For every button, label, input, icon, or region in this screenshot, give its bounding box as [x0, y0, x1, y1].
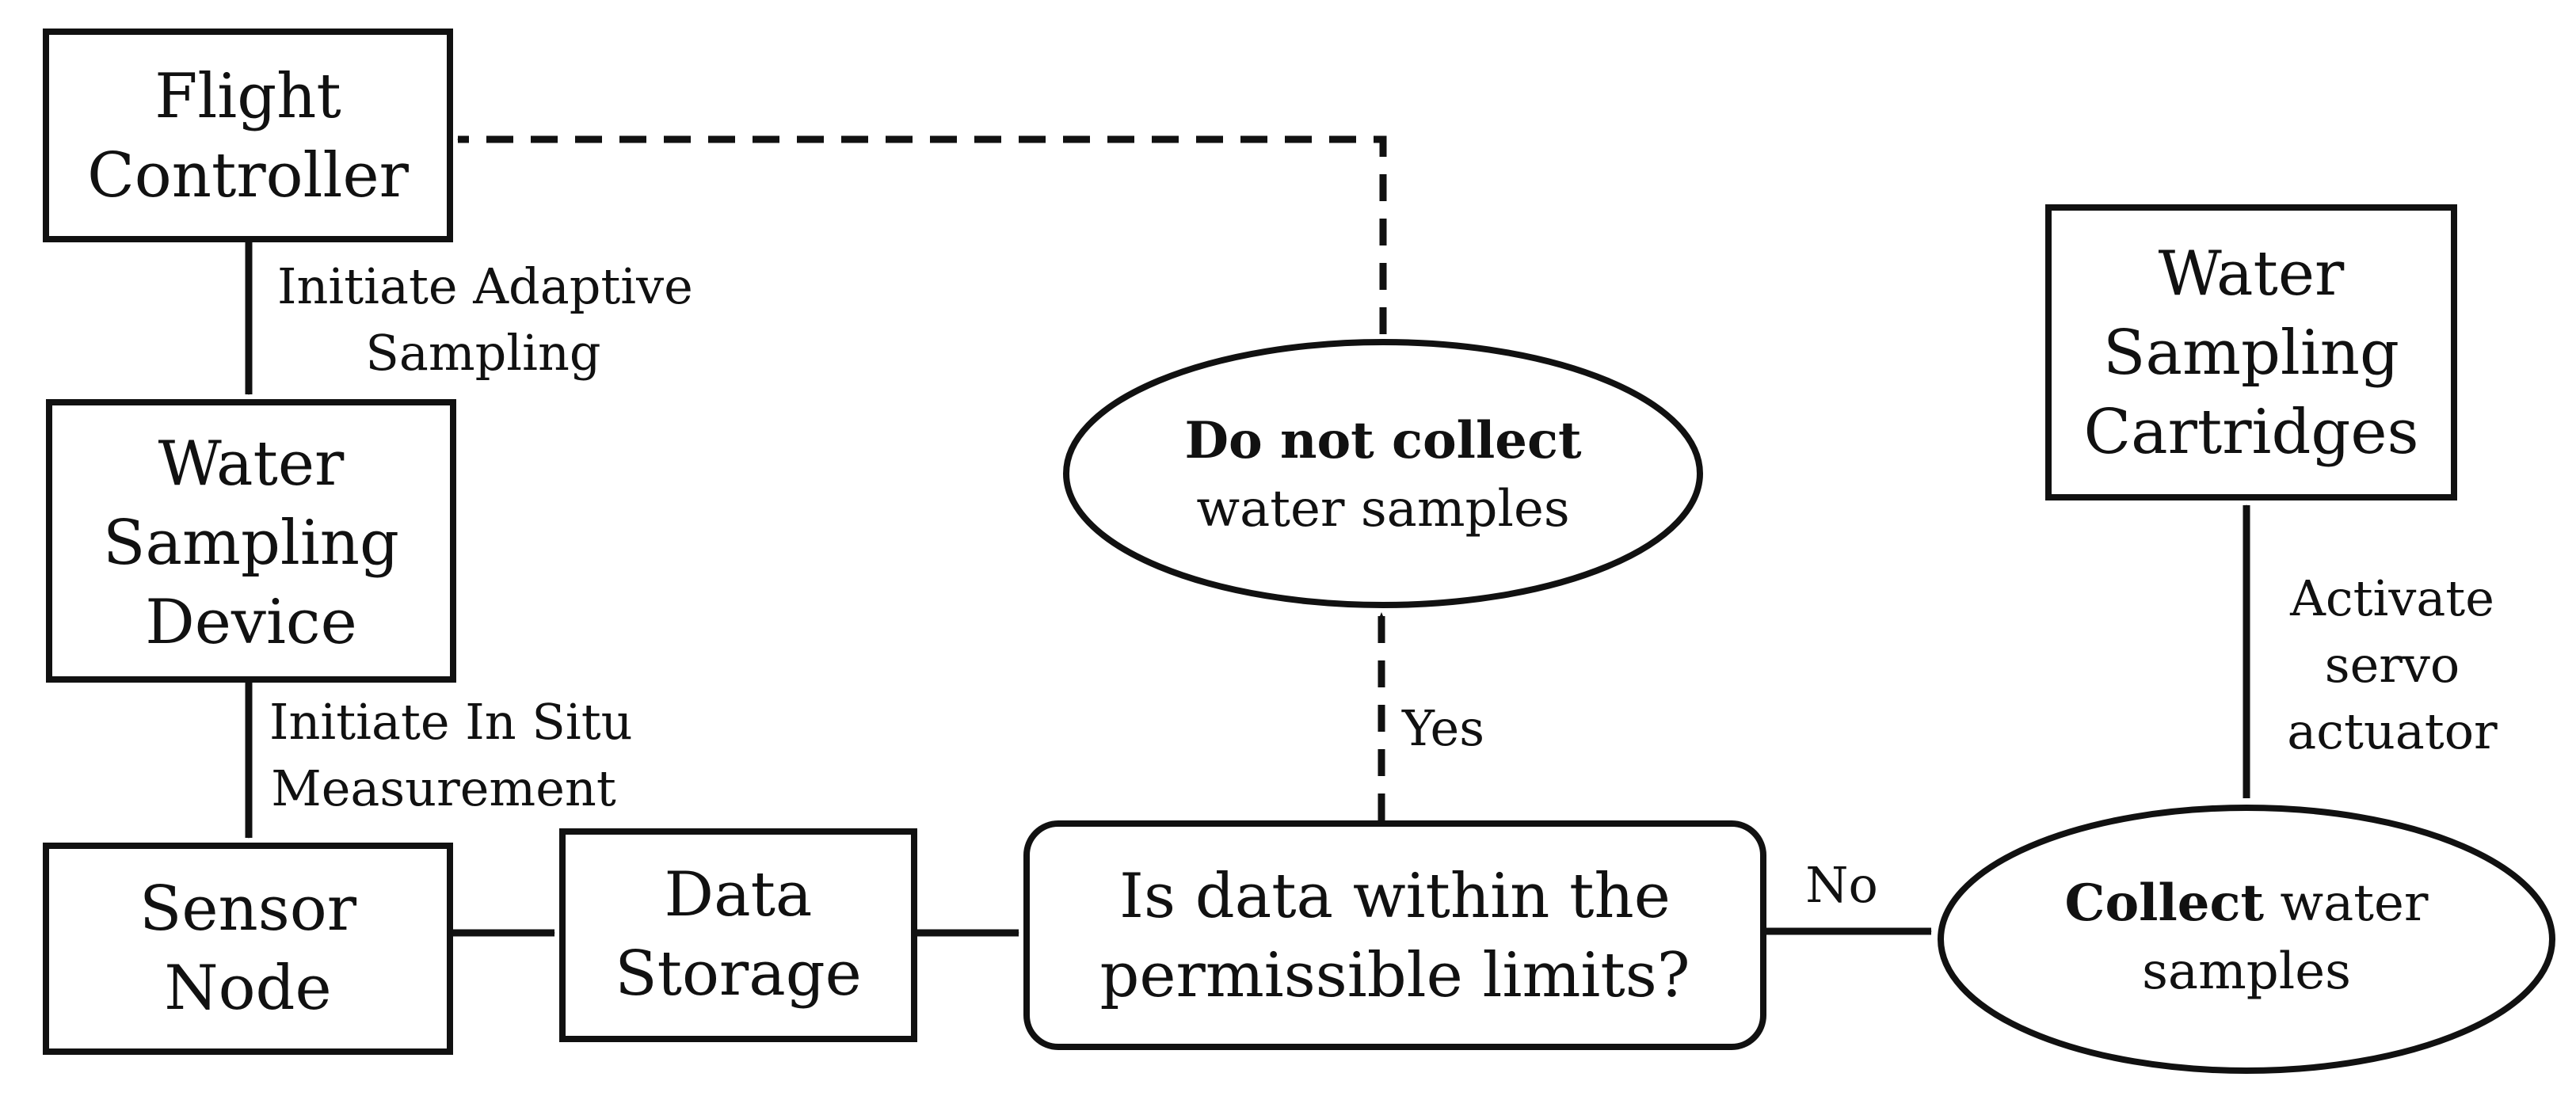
do-not-collect-ellipse — [1063, 339, 1703, 608]
data-storage-label: Data Storage — [562, 855, 914, 1014]
initiate-adaptive-label: Initiate Adaptive Sampling — [277, 253, 693, 386]
activate-servo-label: Activate servo actuator — [2281, 565, 2503, 765]
arrow-do-not-collect-to-flight — [457, 135, 1387, 334]
initiate-adaptive-line-2: Sampling — [365, 324, 601, 382]
flight-controller-line-1: Flight — [154, 61, 341, 132]
sensor-node-line-1: Sensor — [139, 873, 357, 945]
do-not-collect-bold: Do not collect — [1184, 411, 1582, 470]
collect-label: Collect water samples — [1941, 870, 2552, 1006]
cartridges-line-3: Cartridges — [2083, 397, 2419, 468]
cartridges-line-1: Water — [2158, 238, 2345, 310]
initiate-in-situ-line-1: Initiate In Situ — [269, 693, 633, 751]
activate-line-1: Activate — [2290, 569, 2494, 627]
cartridges-label: Water Sampling Cartridges — [2048, 234, 2454, 472]
no-text: No — [1805, 856, 1878, 914]
collect-ellipse — [1938, 805, 2555, 1074]
yes-label: Yes — [1396, 695, 1491, 762]
initiate-adaptive-line-1: Initiate Adaptive — [277, 257, 693, 315]
cartridges-box — [2045, 204, 2457, 500]
collect-bold: Collect — [2064, 873, 2265, 933]
decision-label: Is data within the permissible limits? — [1027, 857, 1763, 1015]
flight-controller-line-2: Controller — [87, 140, 409, 211]
flight-controller-label: Flight Controller — [46, 57, 450, 215]
water-sampling-device-label: Water Sampling Device — [49, 424, 453, 662]
sensor-node-line-2: Node — [164, 953, 332, 1024]
initiate-in-situ-label: Initiate In Situ Measurement — [269, 689, 633, 822]
sensor-node-box — [43, 843, 453, 1055]
decision-line-2: permissible limits? — [1099, 940, 1690, 1011]
yes-text: Yes — [1401, 699, 1485, 757]
device-line-2: Sampling — [103, 508, 399, 579]
collect-rest-2: samples — [2142, 942, 2351, 1001]
device-line-3: Device — [145, 587, 357, 658]
decision-line-1: Is data within the — [1119, 861, 1671, 932]
collect-rest-1: water — [2264, 874, 2429, 933]
activate-line-3: actuator — [2287, 702, 2498, 760]
do-not-collect-label: Do not collect water samples — [1066, 407, 1700, 543]
data-storage-line-2: Storage — [615, 938, 862, 1010]
initiate-in-situ-line-2: Measurement — [271, 759, 616, 817]
device-line-1: Water — [158, 428, 345, 500]
no-label: No — [1798, 852, 1885, 919]
activate-line-2: servo — [2324, 636, 2460, 694]
decision-box — [1023, 820, 1766, 1050]
cartridges-line-2: Sampling — [2103, 318, 2399, 389]
sensor-node-label: Sensor Node — [46, 870, 450, 1028]
do-not-collect-rest: water samples — [1196, 480, 1570, 538]
data-storage-line-1: Data — [664, 859, 813, 930]
